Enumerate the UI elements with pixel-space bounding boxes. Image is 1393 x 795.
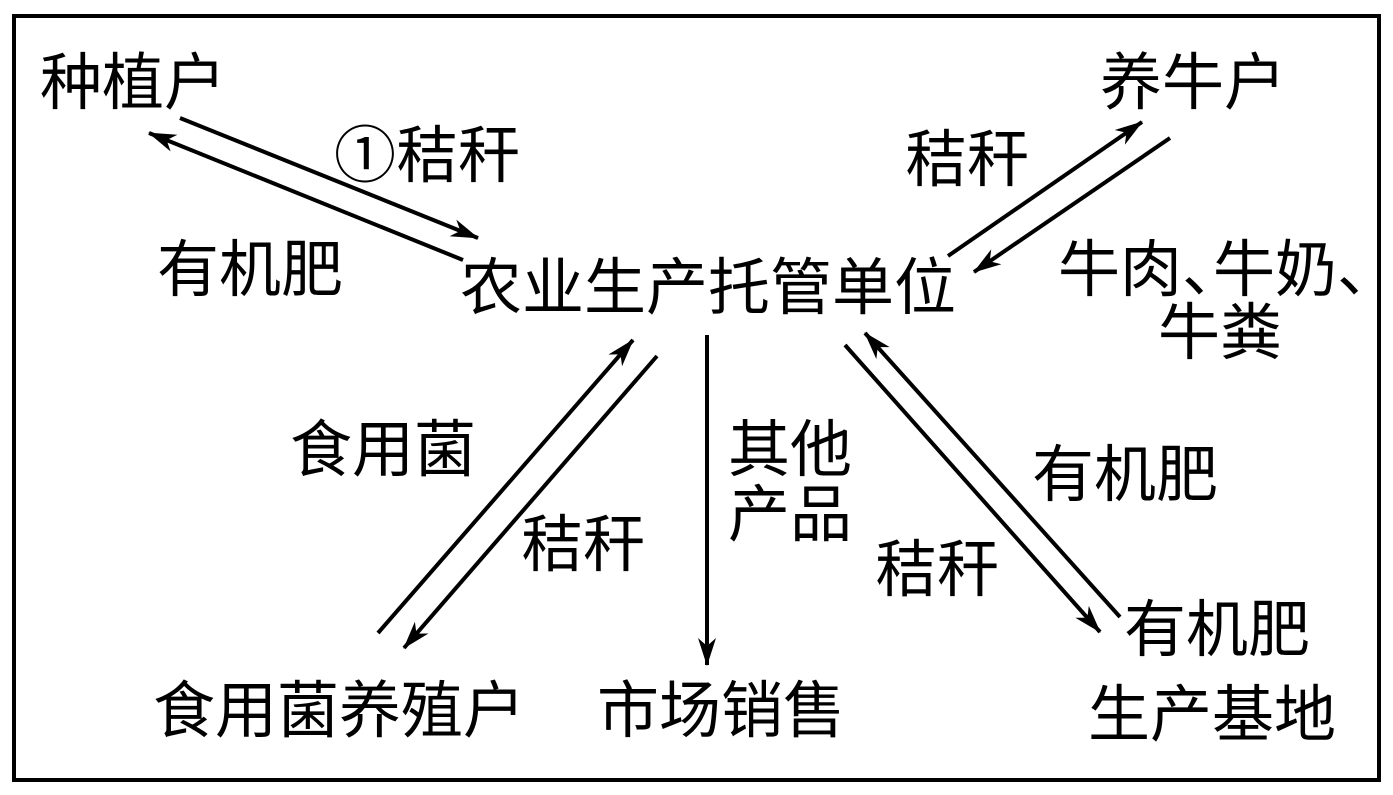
label-planter-to-hub: ①秸秆 [334,119,521,192]
arrow-fertilizer-base-to-hub [863,331,1122,619]
arrow-hub-to-mushroom-farmer [402,354,659,650]
label-fertilizer-base-to-hub: 有机肥 [1032,438,1219,511]
label-hub-to-planter: 有机肥 [157,233,344,306]
label-cattle-farmer-to-hub: 牛肉、牛奶、 牛粪 [1058,239,1374,367]
node-fertilizer-base: 有机肥 生产基地 [1088,599,1340,749]
label-cattle-farmer-to-hub-line-1: 牛肉、牛奶、 [1058,233,1369,306]
arrow-hub-to-planter [148,131,464,262]
node-cattle-farmer: 养牛户 [1100,46,1287,119]
arrow-mushroom-farmer-to-hub [376,338,635,635]
diagram-frame [12,14,1381,782]
label-hub-to-cattle-farmer: 秸秆 [905,123,1030,196]
label-hub-to-mushroom-farmer: 秸秆 [521,508,646,581]
arrow-planter-to-hub [179,116,479,240]
node-fertilizer-base-line-1: 有机肥 [1124,593,1311,666]
label-hub-to-market: 其他 产品 [728,419,856,549]
arrow-hub-to-cattle-farmer [946,120,1144,258]
label-hub-to-fertilizer-base: 秸秆 [875,533,1000,606]
label-hub-to-market-line-2: 产品 [728,478,853,551]
node-hub: 农业生产托管单位 [460,251,957,324]
arrow-hub-to-fertilizer-base [843,343,1102,634]
node-mushroom-farmer: 食用菌养殖户 [153,674,526,747]
arrow-cattle-farmer-to-hub [972,136,1172,274]
label-hub-to-market-line-1: 其他 [728,413,853,486]
node-market: 市场销售 [597,674,846,747]
node-planter: 种植户 [40,46,227,119]
label-mushroom-farmer-to-hub: 食用菌 [290,413,477,486]
label-cattle-farmer-to-hub-line-2: 牛粪 [1158,296,1283,369]
node-fertilizer-base-line-2: 生产基地 [1088,678,1337,751]
